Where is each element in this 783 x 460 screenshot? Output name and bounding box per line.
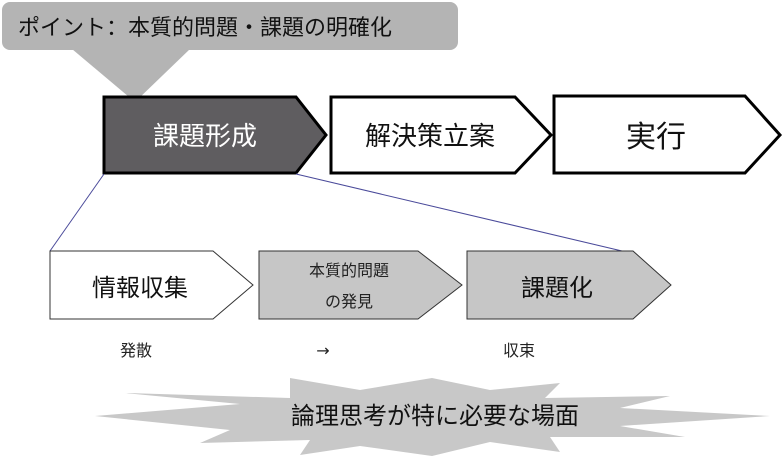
top-step-1-label: 課題形成 xyxy=(153,122,257,152)
converge-label: 収束 xyxy=(503,341,535,360)
burst-text: 論理思考が特に必要な場面 xyxy=(291,402,579,430)
top-step-2-label: 解決策立案 xyxy=(365,122,495,152)
bottom-step-1-label: 情報収集 xyxy=(92,274,188,302)
connector-line-left xyxy=(49,173,105,252)
bottom-step-3: 課題化 xyxy=(466,250,672,320)
bottom-step-2: 本質的問題 の発見 xyxy=(258,250,463,320)
bottom-step-2-label-line1: 本質的問題 xyxy=(309,261,389,280)
top-step-3: 実行 xyxy=(552,94,783,175)
connector-line-right xyxy=(295,173,623,252)
emphasis-burst: 論理思考が特に必要な場面 xyxy=(95,378,770,456)
top-step-1: 課題形成 xyxy=(102,95,328,175)
top-step-2: 解決策立案 xyxy=(329,95,554,175)
top-step-3-label: 実行 xyxy=(626,120,686,155)
bottom-step-3-label: 課題化 xyxy=(521,274,593,302)
callout: ポイント：本質的問題・課題の明確化 xyxy=(2,2,458,102)
bottom-step-1: 情報収集 xyxy=(49,250,254,320)
diverge-label: 発散 xyxy=(120,341,152,360)
arrow-label: → xyxy=(316,341,329,360)
callout-text: ポイント：本質的問題・課題の明確化 xyxy=(18,16,392,41)
bottom-step-2-label-line2: の発見 xyxy=(325,292,373,311)
